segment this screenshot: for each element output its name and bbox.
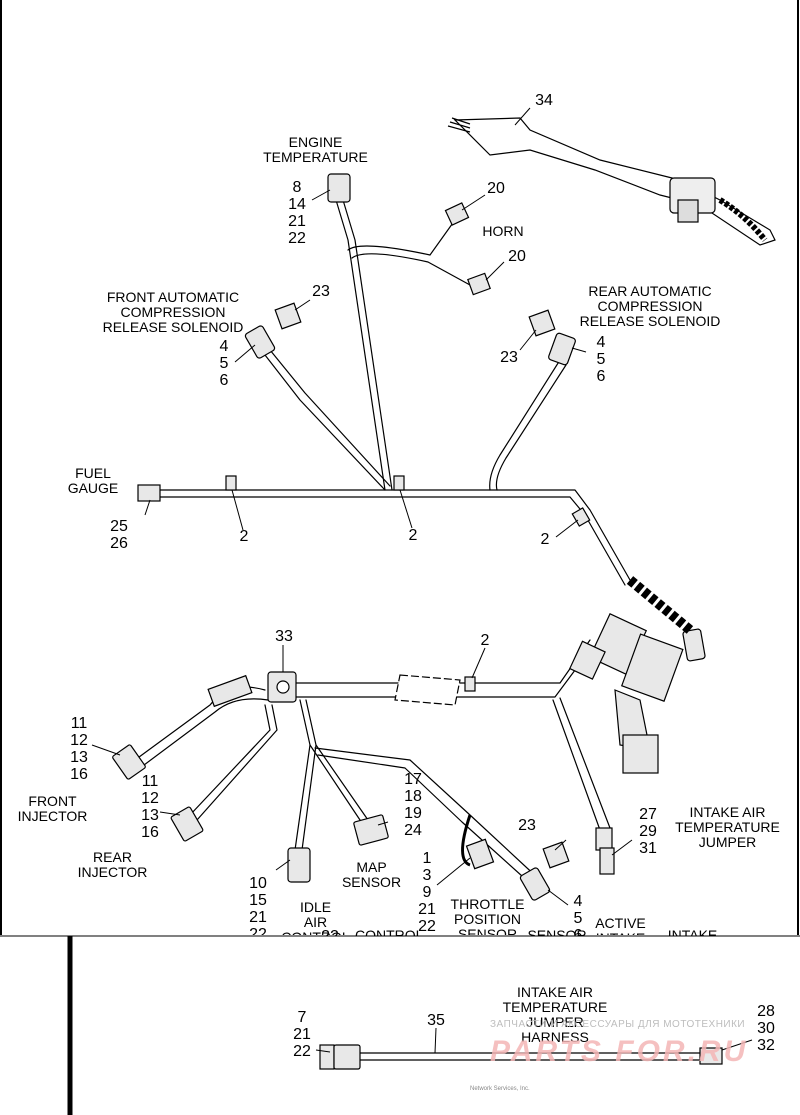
callout: 9 <box>422 884 432 901</box>
callout: 28 <box>757 1003 775 1020</box>
rear-acr-label: REAR AUTOMATIC COMPRESSION RELEASE SOLEN… <box>579 283 721 329</box>
callout-2-c: 2 <box>540 531 550 548</box>
callout: 13 <box>70 749 88 766</box>
callout-2-b: 2 <box>408 527 418 544</box>
callout: 22 <box>249 926 267 935</box>
idle-air-control-label: IDLE AIR CONTROL <box>281 900 349 935</box>
callout-20-bottom: 20 <box>508 248 526 265</box>
intake-air-temp-jumper-label: INTAKE AIR TEMPERATURE JUMPER <box>675 804 780 850</box>
callout: 27 <box>639 806 657 823</box>
callout: 22 <box>288 230 306 247</box>
callout: 1 <box>422 850 432 867</box>
callout: 19 <box>404 805 422 822</box>
callout: 21 <box>288 213 306 230</box>
callout: 15 <box>249 892 267 909</box>
callout: 26 <box>110 535 128 552</box>
copyright-note: Network Services, Inc. <box>470 1086 530 1092</box>
active-intake-callouts: 4 5 6 <box>568 893 588 935</box>
jumper-right-callouts: 28 30 32 <box>752 1003 780 1054</box>
callout-2-d: 2 <box>480 632 490 649</box>
callout: 31 <box>639 840 657 857</box>
callout: 4 <box>219 338 229 355</box>
callout: 24 <box>404 822 422 839</box>
fuel-gauge-callouts: 25 26 <box>105 518 133 552</box>
fuel-gauge-label: FUEL GAUGE <box>67 465 119 496</box>
callout: 7 <box>297 1009 307 1026</box>
callout-23-rear: 23 <box>500 349 518 366</box>
front-injector-label: FRONT INJECTOR <box>17 793 88 824</box>
callout: 3 <box>422 867 432 884</box>
callout: 12 <box>141 790 159 807</box>
callout: 17 <box>404 771 422 788</box>
callout-35: 35 <box>427 1012 445 1029</box>
callout: 10 <box>249 875 267 892</box>
callout: 5 <box>596 351 606 368</box>
callout: 12 <box>70 732 88 749</box>
callout: 14 <box>288 196 306 213</box>
callout: 29 <box>639 823 657 840</box>
callout: 6 <box>596 368 606 385</box>
jumper-harness-label: INTAKE AIR TEMPERATURE JUMPER HARNESS <box>502 984 608 1045</box>
rear-injector-label: REAR INJECTOR <box>77 849 148 880</box>
engine-temp-callouts: 8 14 21 22 <box>283 179 311 247</box>
callout: 5 <box>573 910 583 927</box>
callout-2-a: 2 <box>239 528 249 545</box>
callout: 22 <box>293 1043 311 1060</box>
callout-23-tps: 23 <box>518 817 536 834</box>
front-acr-callouts: 4 5 6 <box>214 338 234 389</box>
engine-temperature-label: ENGINE TEMPERATURE <box>263 134 368 165</box>
watermark-logo: PARTS FOR.RU <box>490 1035 749 1068</box>
callout: 5 <box>219 355 229 372</box>
map-sensor-callouts: 17 18 19 24 <box>399 771 427 839</box>
callout: 16 <box>141 824 159 841</box>
active-intake-label: ACTIVE INTAKE <box>595 916 646 935</box>
callout-20-top: 20 <box>487 180 505 197</box>
callout: 32 <box>757 1037 775 1054</box>
jumper-left-callouts: 7 21 22 <box>288 1009 316 1060</box>
callout: 13 <box>141 807 159 824</box>
rear-injector-callouts: 11 12 13 16 <box>136 773 164 841</box>
throttle-position-sensor-label: THROTTLE POSITION SENSOR <box>450 897 525 935</box>
tps-callouts: 1 3 9 21 22 <box>413 850 441 935</box>
callout: 18 <box>404 788 422 805</box>
cut-label-control: CONTROL <box>355 928 420 936</box>
front-acr-label: FRONT AUTOMATIC COMPRESSION RELEASE SOLE… <box>102 289 244 335</box>
callout-23-front: 23 <box>312 283 330 300</box>
callout: 11 <box>70 715 88 732</box>
front-injector-callouts: 11 12 13 16 <box>65 715 93 783</box>
callout: 21 <box>293 1026 311 1043</box>
cut-label-intake: INTAKE <box>667 928 718 936</box>
callout-33: 33 <box>275 628 293 645</box>
callout: 4 <box>573 893 583 910</box>
callout: 30 <box>757 1020 775 1037</box>
cut-label-sensor: SENSOR <box>527 928 587 936</box>
callout: 25 <box>110 518 128 535</box>
callout: 21 <box>249 909 267 926</box>
map-sensor-label: MAP SENSOR <box>341 859 402 890</box>
iac-callouts: 10 15 21 22 <box>244 875 272 935</box>
horn-label: HORN <box>482 223 524 239</box>
callout: 16 <box>70 766 88 783</box>
watermark-text: ЗАПЧАСТИ И АКСЕССУАРЫ ДЛЯ МОТОТЕХНИКИ <box>490 1019 746 1030</box>
callout: 21 <box>418 901 436 918</box>
rear-acr-callouts: 4 5 6 <box>591 334 611 385</box>
callout-34: 34 <box>535 92 553 109</box>
callout: 6 <box>568 927 588 935</box>
callout: 6 <box>219 372 229 389</box>
callout: 8 <box>292 179 302 196</box>
callout-22-cut: 22 <box>316 928 344 936</box>
iat-callouts: 27 29 31 <box>634 806 662 857</box>
callout: 11 <box>141 773 159 790</box>
callout: 22 <box>418 918 436 935</box>
callout: 4 <box>596 334 606 351</box>
